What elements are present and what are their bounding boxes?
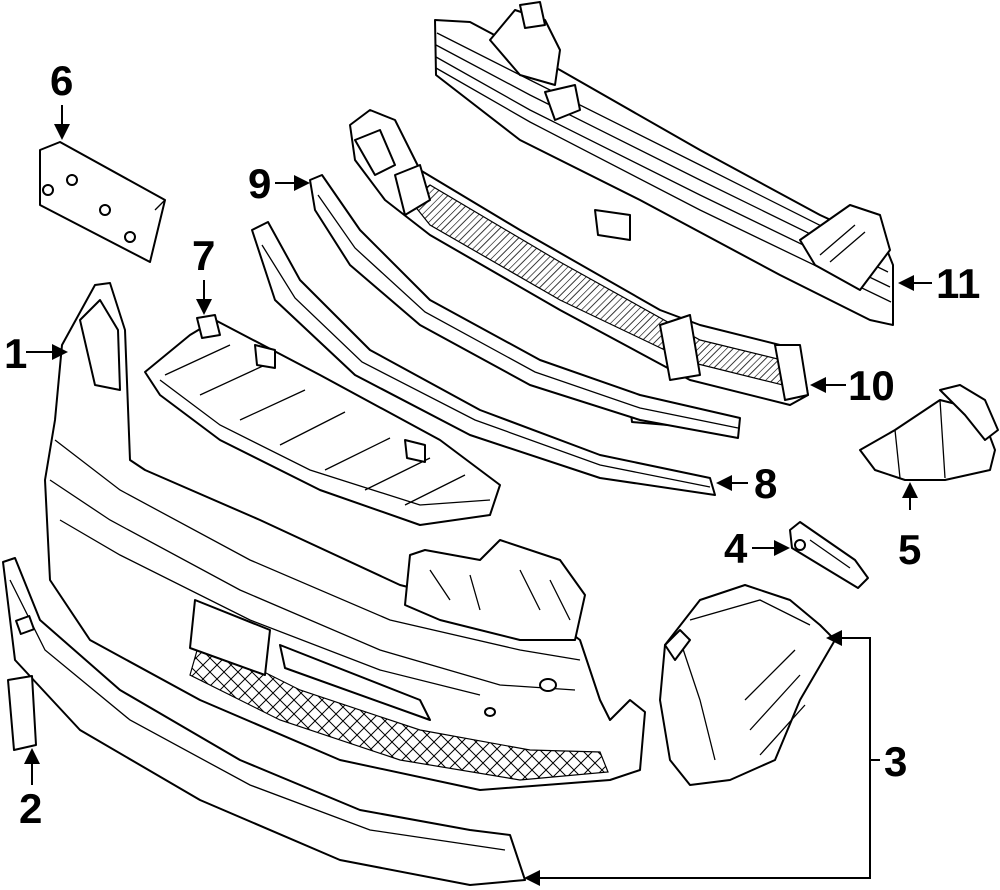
callout-6: 6	[50, 57, 73, 104]
leader-lines	[24, 105, 932, 886]
part-2-lower-valance	[2, 557, 526, 886]
callout-4: 4	[724, 525, 748, 572]
callout-1: 1	[4, 330, 27, 377]
callout-7: 7	[192, 232, 215, 279]
part-11-bumper-reinforcement	[434, 1, 894, 326]
callout-5: 5	[898, 526, 921, 573]
part-10-energy-absorber	[349, 109, 809, 426]
callout-9: 9	[248, 160, 271, 207]
callout-10: 10	[848, 362, 895, 409]
part-1-bumper-cover	[44, 282, 646, 791]
part-8-lower-strip	[251, 221, 716, 496]
part-7-lower-shield	[144, 314, 501, 526]
callout-3: 3	[884, 738, 907, 785]
callout-2: 2	[19, 785, 42, 832]
callout-labels: 1 2 3 4 5 6 7 8 9 10 11	[4, 57, 980, 832]
part-3-corner-extension	[659, 584, 836, 786]
part-9-upper-strip	[309, 174, 741, 439]
part-5-absorber-block	[859, 384, 999, 481]
callout-11: 11	[936, 260, 980, 307]
part-4-small-bracket	[789, 521, 869, 589]
part-6-mounting-plate	[39, 141, 166, 263]
callout-8: 8	[754, 460, 777, 507]
